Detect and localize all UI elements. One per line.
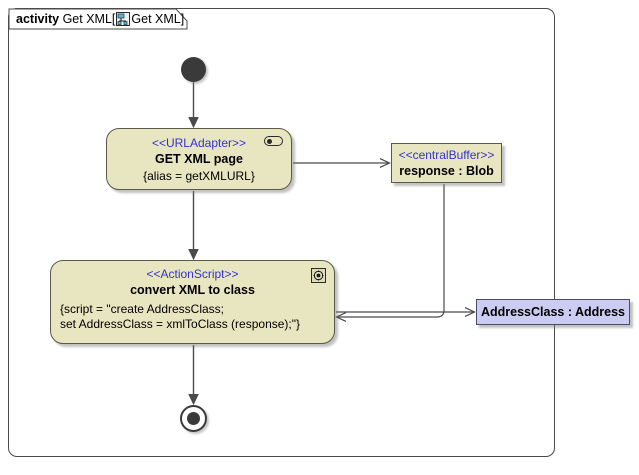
- frame-keyword: activity: [16, 12, 60, 26]
- node-body-convert-script: {script = "create AddressClass; set Addr…: [60, 302, 301, 331]
- activity-frame: [8, 8, 555, 457]
- stereotype-actionscript: <<ActionScript>>: [146, 267, 239, 281]
- node-body-get-xml-page: {alias = getXMLURL}: [143, 169, 255, 183]
- node-label-get-xml-page: GET XML page: [155, 152, 243, 166]
- action-node-convert-xml-to-class[interactable]: <<ActionScript>> convert XML to class {s…: [50, 260, 335, 344]
- object-node-address-class[interactable]: AddressClass : Address: [476, 299, 630, 325]
- node-label-address-class: AddressClass : Address: [480, 305, 626, 319]
- stereotype-urladapter: <<URLAdapter>>: [151, 136, 247, 150]
- frame-title-label: activity Get XML[ Get XML]: [16, 10, 184, 28]
- gear-icon[interactable]: [311, 268, 326, 283]
- activity-diagram-icon: [116, 12, 131, 26]
- central-buffer-node-response[interactable]: <<centralBuffer>> response : Blob: [391, 143, 502, 183]
- frame-inner-name: Get XML: [131, 12, 181, 26]
- initial-node[interactable]: [181, 57, 206, 82]
- pin-icon[interactable]: [264, 136, 283, 146]
- activity-final-node[interactable]: [180, 405, 207, 432]
- node-label-response-blob: response : Blob: [399, 164, 494, 178]
- frame-name: Get XML: [62, 12, 112, 26]
- frame-bracket-open: [: [111, 12, 116, 26]
- frame-title-tab: [8, 8, 188, 30]
- stereotype-centralbuffer: <<centralBuffer>>: [398, 148, 495, 162]
- action-node-get-xml-page[interactable]: <<URLAdapter>> GET XML page {alias = get…: [106, 128, 292, 190]
- node-label-convert-xml-to-class: convert XML to class: [130, 283, 255, 297]
- frame-bracket-close: ]: [180, 12, 185, 26]
